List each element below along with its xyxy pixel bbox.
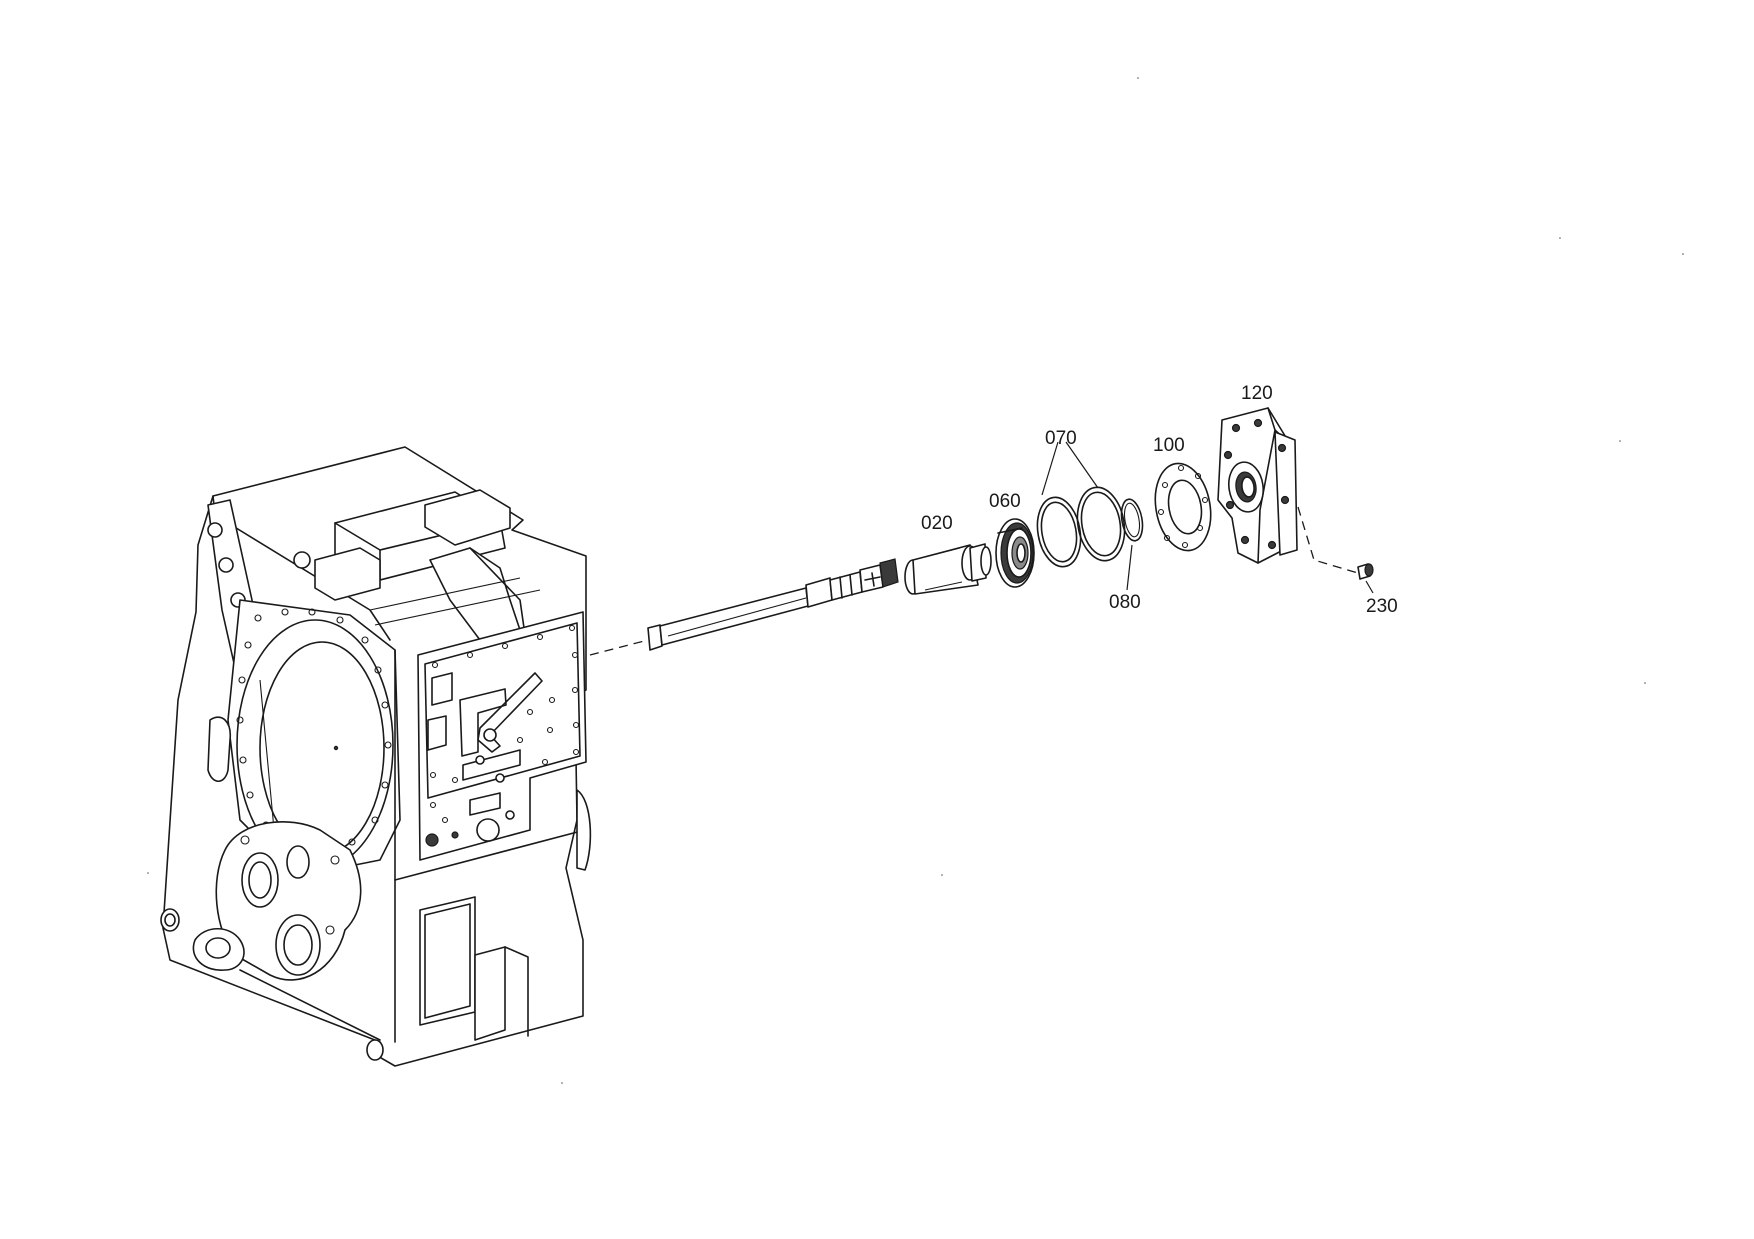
control-valve-plate <box>369 577 587 861</box>
callout-020: 020 <box>921 513 953 534</box>
part-120-cover <box>1217 407 1298 564</box>
part-020-sleeve <box>904 543 992 595</box>
part-070-rings <box>1036 486 1126 568</box>
screw-centerline <box>1297 506 1359 574</box>
callout-leaders <box>1041 441 1374 594</box>
assembly-centerline <box>589 639 649 656</box>
callout-070: 070 <box>1045 428 1077 449</box>
callout-060: 060 <box>989 491 1021 512</box>
part-060-bearing <box>995 518 1035 588</box>
part-230-screw <box>1357 563 1374 580</box>
callout-labels: 020 060 070 080 100 120 230 <box>921 383 1398 617</box>
part-100-gasket <box>1154 462 1212 552</box>
part-080-snap-ring <box>1120 498 1144 542</box>
callout-230: 230 <box>1366 596 1398 617</box>
callout-080: 080 <box>1109 592 1141 613</box>
callout-120: 120 <box>1241 383 1273 404</box>
scan-specks <box>147 77 1684 1084</box>
transmission-housing <box>160 446 592 1067</box>
input-shaft <box>647 558 899 651</box>
plate-bolt-holes <box>429 624 580 824</box>
callout-100: 100 <box>1153 435 1185 456</box>
